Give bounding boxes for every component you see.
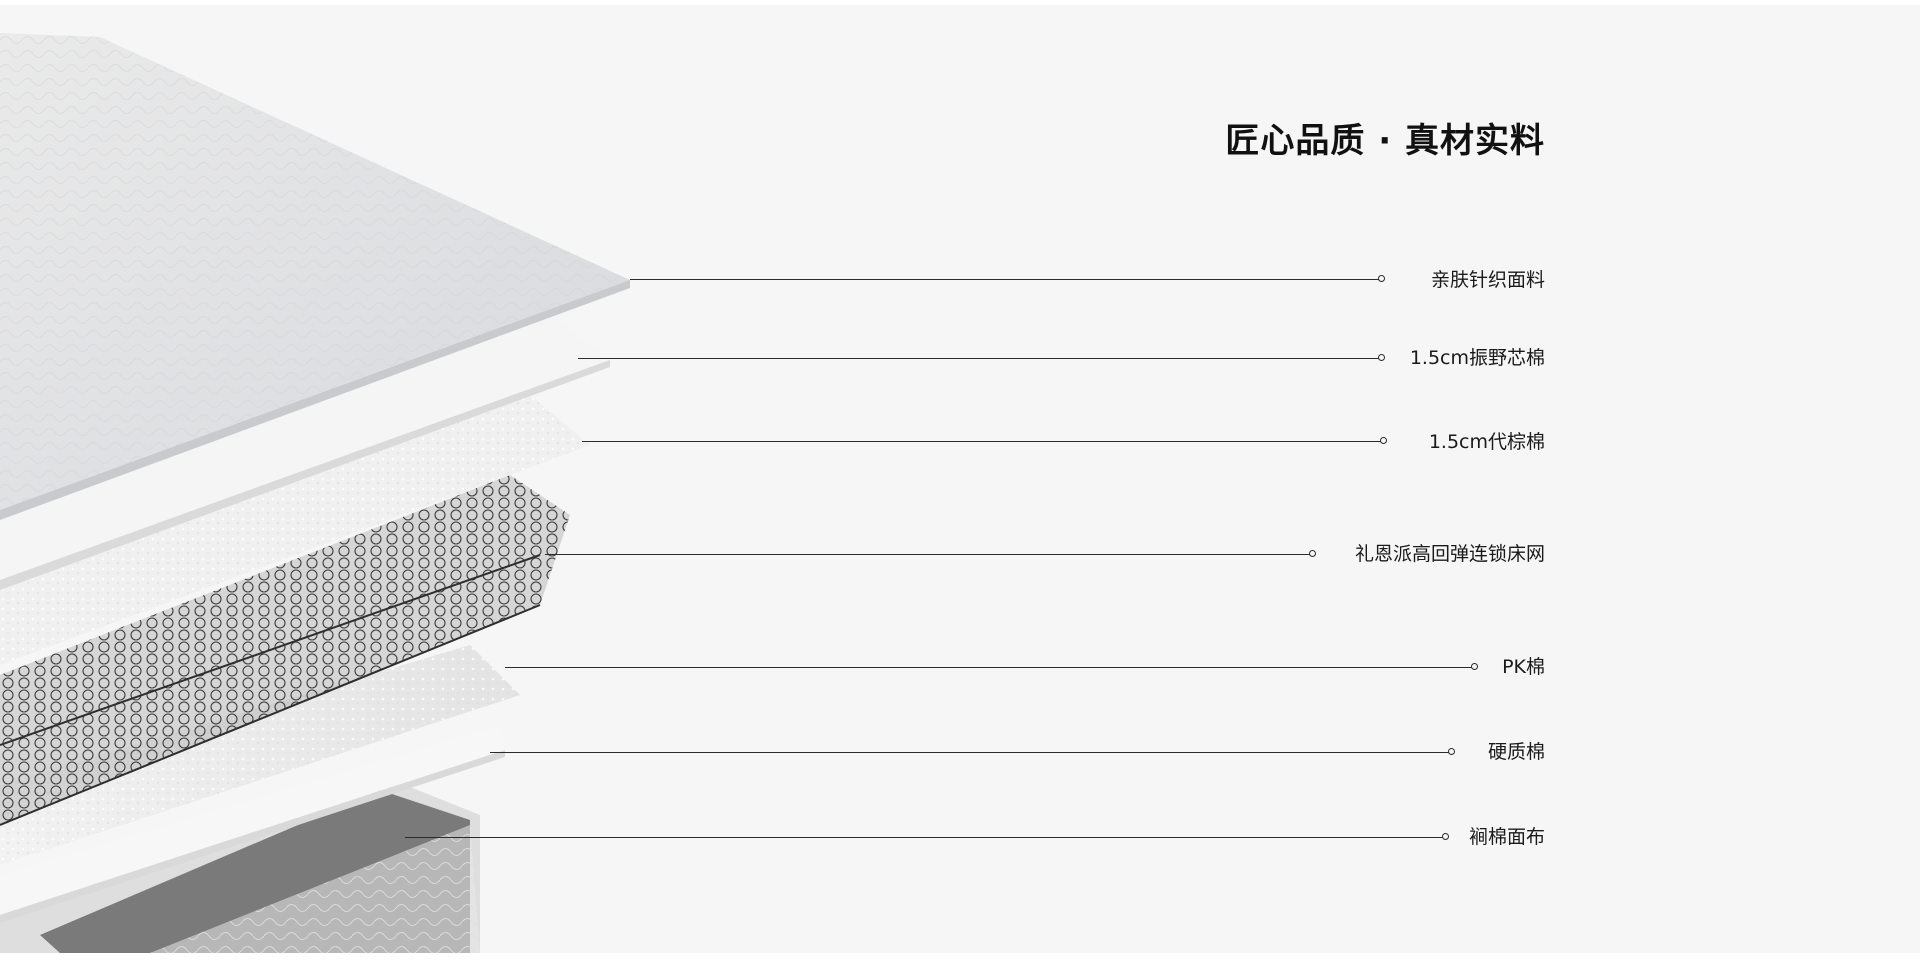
layer-label-spring-mesh: 礼恩派高回弹连锁床网: [1354, 543, 1545, 565]
leader-dot-fabric: [1378, 275, 1385, 282]
core-cotton-layer: [0, 315, 610, 590]
leader-line-quilted-fabric: [405, 837, 1444, 838]
pk-cotton-layer: [0, 645, 520, 865]
leader-line-palm-substitute: [582, 441, 1382, 442]
quilted-base-layer: [0, 775, 480, 953]
leader-dot-pk-cotton: [1471, 663, 1478, 670]
mattress-layers-illustration: [0, 33, 630, 953]
leader-dot-quilted-fabric: [1442, 833, 1449, 840]
leader-dot-hard-cotton: [1448, 748, 1455, 755]
leader-dot-palm-substitute: [1380, 437, 1387, 444]
layer-label-quilted-fabric: 裥棉面布: [1468, 826, 1545, 848]
page-title: 匠心品质 · 真材实料: [1225, 121, 1545, 161]
product-detail-panel: 匠心品质 · 真材实料 亲肤针织面料 1.5cm振野芯棉 1.5cm代棕棉 礼恩…: [0, 5, 1920, 953]
leader-line-hard-cotton: [490, 752, 1450, 753]
layer-label-pk-cotton: PK棉: [1502, 656, 1545, 678]
layer-label-palm-substitute: 1.5cm代棕棉: [1428, 431, 1545, 453]
palm-substitute-layer: [0, 395, 590, 665]
layer-label-hard-cotton: 硬质棉: [1487, 741, 1545, 763]
layer-label-core-cotton: 1.5cm振野芯棉: [1409, 347, 1545, 369]
spring-mesh-layer: [0, 475, 570, 826]
leader-line-spring-mesh: [545, 554, 1311, 555]
leader-dot-spring-mesh: [1309, 550, 1316, 557]
leader-line-core-cotton: [578, 358, 1380, 359]
knitted-fabric-layer: [0, 33, 630, 520]
leader-dot-core-cotton: [1378, 354, 1385, 361]
hard-cotton-layer: [0, 725, 505, 923]
leader-line-pk-cotton: [505, 667, 1473, 668]
leader-line-fabric: [630, 279, 1380, 280]
layer-label-fabric: 亲肤针织面料: [1430, 269, 1545, 291]
